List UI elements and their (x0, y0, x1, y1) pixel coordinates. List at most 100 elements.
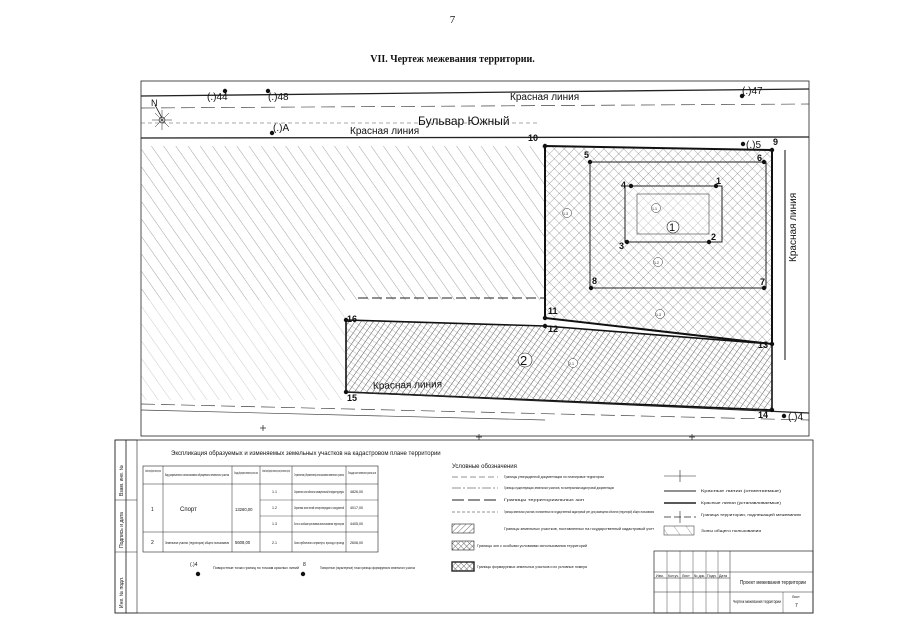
public-zone-hatch (141, 146, 545, 300)
legend-item-3: Границы территориальных зон (504, 498, 584, 502)
row2-use: Земельные участки (территории) общего по… (165, 541, 229, 545)
row1-sub1-restr: Охранная зона объекта коммунальной инфра… (294, 490, 344, 494)
title-block: Изм. Кол.уч. Лист № док. Подп. Дата Прое… (653, 550, 814, 614)
tb-project: Проект межевания территории (740, 580, 806, 586)
vertex-7: 7 (760, 277, 765, 287)
row1-sub2-part: 1.2 (272, 506, 277, 510)
legend-item-6: Границы зон с особыми условиями использо… (477, 544, 587, 548)
road-line-top-dashed (140, 103, 810, 109)
legend-right-3: Граница территории, подлежащей межеванию (701, 513, 801, 517)
legend-vertex-text: Поворотные (характерные) точки границы ф… (320, 566, 415, 570)
vertex-13: 13 (758, 340, 768, 350)
row2-sub1-part: 2.1 (272, 541, 277, 545)
row1-sub3-area: 4405,00 (350, 522, 363, 526)
stamp-inv: Инв. № подл. (119, 577, 125, 608)
legend-left: Границы утвержденной документации по пла… (451, 475, 654, 572)
row1-sub2-restr: Охранная зона линий электропередачи и со… (294, 506, 344, 510)
red-line-top (140, 88, 810, 97)
parcel-2-label: 2 (520, 353, 527, 368)
legend-point-label: (.)4 (190, 562, 198, 568)
point-44: (.)44 (207, 92, 228, 103)
vertex-1: 1 (716, 176, 721, 186)
legend-title: Условные обозначения (452, 464, 517, 470)
lower-road-1 (140, 403, 810, 421)
red-line-label-a: Красная линия (350, 126, 419, 137)
zone-1-2 (589, 161, 767, 289)
page-title: VII. Чертеж межевания территории. (370, 54, 535, 65)
point-5: (.)5 (746, 140, 761, 151)
row2-area: 5608,00 (235, 540, 251, 545)
vertex-4: 4 (621, 180, 626, 190)
vertex-5: 5 (584, 150, 589, 160)
zone-1-1 (624, 185, 723, 243)
legend-item-5: Границы земельных участков, поставленных… (504, 527, 654, 531)
row1-sub3-restr: Зона с особыми условиями использования т… (294, 522, 344, 526)
row1-sub2-area: 4017,00 (350, 506, 363, 510)
page-number: 7 (449, 14, 456, 26)
legend-right-4: Зоны общего пользования (701, 529, 761, 533)
vertex-3: 3 (619, 241, 624, 251)
tb-col-4: № док. (694, 574, 705, 578)
vertex-points (222, 88, 787, 419)
legend-right-2: Красные линии (устанавливаемые) (701, 501, 781, 505)
legend-right-1: Красные линии (отменяемые) (701, 489, 781, 493)
vertex-9: 9 (773, 137, 778, 147)
col-header-1: Условный номер образуемого земельного уч… (145, 469, 161, 473)
survey-point-labels: (.)44 (.)48 (.)47 (.)А (.)5 (.)4 (207, 86, 803, 423)
grid-crosses (260, 425, 695, 440)
red-line-label-lower: Красная линия (373, 379, 442, 392)
col-header-3: Площадь образуемого земельного участка, … (234, 471, 258, 475)
row1-num: 1 (151, 507, 154, 513)
lower-red-line (345, 391, 810, 414)
explication-title: Экспликация образуемых и изменяемых земе… (171, 451, 441, 457)
zone-label-1-3a: 1.3 (563, 212, 568, 216)
tb-col-1: Изм. (656, 574, 664, 578)
legend-item-4: Границы земельных участков, поставленных… (504, 510, 654, 514)
tb-sheet-num: 7 (795, 603, 798, 609)
lower-road-2 (140, 409, 546, 421)
parcel-1-label: 1 (669, 222, 675, 234)
row2-sub1-area: 2608,00 (350, 541, 363, 545)
vertex-15: 15 (347, 393, 357, 403)
row1-sub1-area: 4826,00 (350, 490, 363, 494)
zone-label-2-1: 2.1 (569, 362, 574, 366)
legend-item-2: Границы существующих земельных участков,… (504, 486, 614, 490)
red-line-a (140, 136, 810, 139)
side-stamp: Взам. инв. № Подпись и дата Инв. № подл. (114, 439, 138, 614)
stamp-replace: Взам. инв. № (119, 465, 125, 496)
row1-sub3-part: 1.3 (272, 522, 277, 526)
legend-right: Красные линии (отменяемые) Красные линии… (663, 470, 801, 536)
vertex-14: 14 (758, 410, 768, 420)
tb-description: Чертеж межевания территории (733, 599, 782, 604)
tb-col-3: Лист (682, 574, 690, 578)
north-arrow (152, 104, 172, 130)
street-name: Бульвар Южный (418, 114, 510, 128)
legend-vertex-label: 8 (303, 562, 306, 568)
tb-col-6: Дата (719, 574, 727, 578)
vertex-8: 8 (592, 276, 597, 286)
row1-use: Спорт (180, 507, 197, 513)
col-header-5: Ограничения (обременения) использования … (294, 473, 344, 477)
tb-col-2: Кол.уч. (668, 574, 679, 578)
row2-num: 2 (151, 540, 154, 546)
vertex-2: 2 (711, 232, 716, 242)
point-a: (.)А (273, 123, 289, 134)
legend-item-7: Границы формируемых земельных участков и… (477, 565, 587, 569)
col-header-6: Площадь части земельного участка, кв.м (348, 471, 376, 475)
vertex-11: 11 (548, 306, 558, 316)
legend-point-text: Поворотные точки границ по точкам красны… (213, 566, 299, 570)
tb-sheet-label: Лист (792, 595, 800, 599)
zone-label-1-3b: 1.3 (656, 313, 661, 317)
stamp-sign: Подпись и дата (119, 512, 125, 548)
red-line-label-right: Красная линия (788, 193, 799, 262)
legend-item-1: Границы утвержденной документации по пла… (504, 475, 604, 479)
row1-area: 13260,00 (235, 507, 253, 512)
zone-label-1-1: 1.1 (652, 207, 657, 211)
explication-table: Условный номер образуемого земельного уч… (142, 465, 379, 553)
public-zone-hatch-lower (141, 300, 345, 400)
tb-col-5: Подп. (707, 574, 717, 578)
point-47: (.)47 (742, 86, 763, 97)
col-header-2: Вид разрешенного использования образуемо… (165, 473, 229, 477)
vertex-10: 10 (528, 133, 538, 143)
